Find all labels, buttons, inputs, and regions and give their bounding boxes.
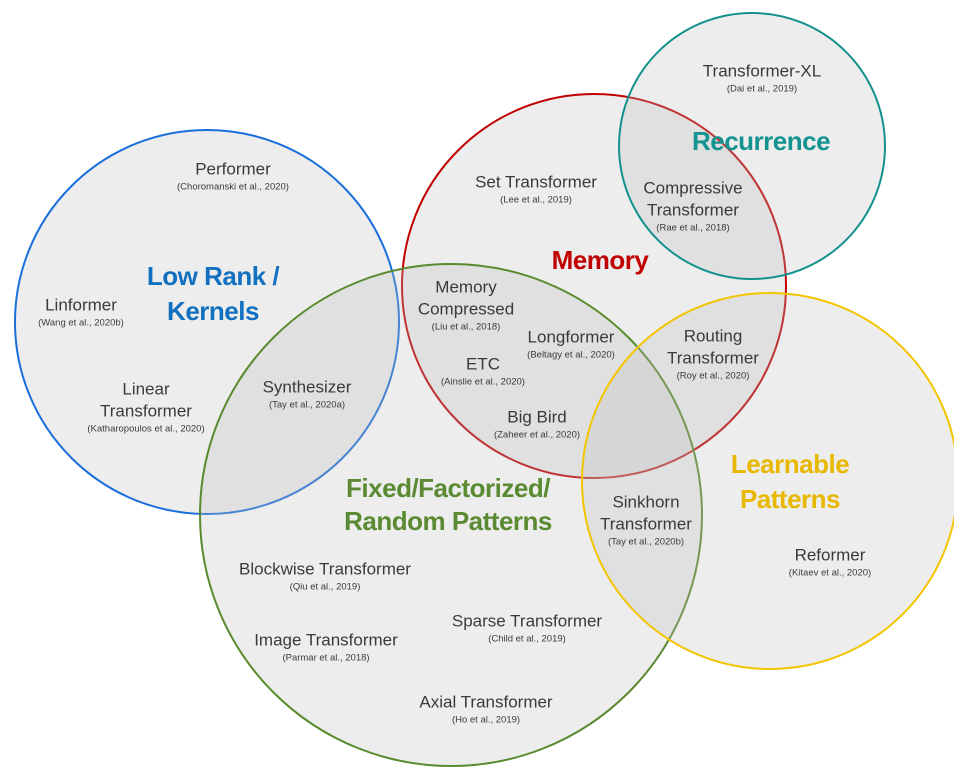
model-citation: (Beltagy et al., 2020) [527,350,615,361]
set-circle-low-rank [14,129,400,515]
model-name: Linear [122,379,170,398]
set-label-recurrence: Recurrence [692,126,830,156]
set-label-fixed: Random Patterns [344,506,552,536]
model-citation: (Liu et al., 2018) [432,322,501,333]
model-citation: (Roy et al., 2020) [677,371,750,382]
set-circle-learnable [581,292,954,670]
model-name: Sinkhorn [612,492,679,511]
model-citation: (Ho et al., 2019) [452,715,520,726]
model-name: Routing [684,326,743,345]
model-citation: (Rae et al., 2018) [656,223,729,234]
model-citation: (Qiu et al., 2019) [290,582,361,593]
model-name: Transformer [667,348,759,367]
model-citation: (Child et al., 2019) [488,634,566,645]
set-label-learnable: Learnable [731,449,849,479]
set-circle-memory [401,93,787,479]
model-name: Transformer [100,401,192,420]
model-entry: Reformer (Kitaev et al., 2020) [789,545,871,578]
model-citation: (Tay et al., 2020b) [608,537,684,548]
model-entry: Longformer (Beltagy et al., 2020) [527,327,615,360]
model-name: Set Transformer [475,172,597,191]
model-name: Performer [195,159,271,178]
set-label-learnable: Patterns [740,484,840,514]
model-entry: Set Transformer (Lee et al., 2019) [475,172,597,205]
model-entry: Big Bird (Zaheer et al., 2020) [494,407,580,440]
model-entry: Axial Transformer (Ho et al., 2019) [419,692,553,725]
set-circle-fixed [199,263,703,767]
model-name: Transformer-XL [703,61,821,80]
model-entry: Blockwise Transformer (Qiu et al., 2019) [239,559,411,592]
model-name: Synthesizer [263,377,352,396]
set-label-low-rank: Low Rank / [147,261,280,291]
model-name: Transformer [600,514,692,533]
model-entry: Sparse Transformer (Child et al., 2019) [452,611,603,644]
model-citation: (Lee et al., 2019) [500,195,572,206]
model-citation: (Katharopoulos et al., 2020) [87,424,204,435]
model-entry: Linformer (Wang et al., 2020b) [38,295,124,328]
model-name: Blockwise Transformer [239,559,411,578]
set-label-memory: Memory [552,245,650,275]
model-entry: Performer (Choromanski et al., 2020) [177,159,289,192]
model-name: Linformer [45,295,117,314]
model-citation: (Zaheer et al., 2020) [494,430,580,441]
model-name: Compressive [643,178,742,197]
model-entry: Image Transformer (Parmar et al., 2018) [254,630,398,663]
model-citation: (Choromanski et al., 2020) [177,182,289,193]
model-entry: Synthesizer (Tay et al., 2020a) [263,377,352,410]
model-citation: (Parmar et al., 2018) [282,653,369,664]
model-name: Longformer [528,327,615,346]
model-name: Axial Transformer [419,692,553,711]
set-label-fixed: Fixed/Factorized/ [346,473,550,503]
model-name: Transformer [647,200,739,219]
set-label-low-rank: Kernels [167,296,259,326]
model-name: Sparse Transformer [452,611,603,630]
set-circle-recurrence [618,12,886,280]
model-citation: (Wang et al., 2020b) [38,318,124,329]
model-citation: (Dai et al., 2019) [727,84,797,95]
model-citation: (Ainslie et al., 2020) [441,377,525,388]
model-name: ETC [466,354,500,373]
model-name: Big Bird [507,407,567,426]
model-entry: Transformer-XL (Dai et al., 2019) [703,61,821,94]
model-entry: ETC (Ainslie et al., 2020) [441,354,525,387]
model-name: Image Transformer [254,630,398,649]
model-name: Reformer [795,545,866,564]
model-citation: (Tay et al., 2020a) [269,400,345,411]
model-name: Memory [435,277,497,296]
model-citation: (Kitaev et al., 2020) [789,568,871,579]
model-name: Compressed [418,299,514,318]
